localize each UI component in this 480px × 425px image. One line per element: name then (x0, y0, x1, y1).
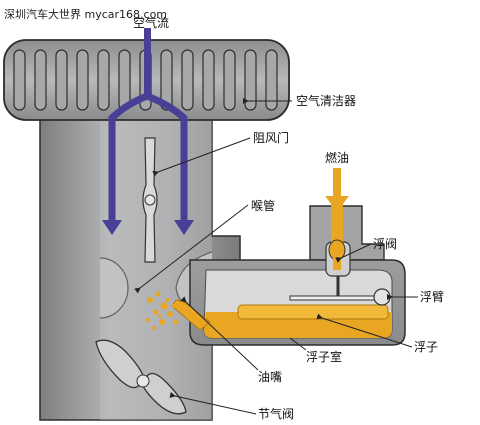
airflow-arrows (102, 28, 194, 235)
fuel-droplet (172, 304, 176, 308)
throttle-valve (95, 339, 187, 415)
fuel-arrow (325, 168, 349, 212)
label-fuel: 燃油 (325, 150, 349, 165)
fuel-spray (146, 291, 179, 330)
air-cleaner-slot (160, 49, 173, 111)
float-arm (289, 276, 391, 306)
fuel-droplet (173, 319, 179, 325)
air-cleaner-slot (76, 49, 89, 111)
fuel-droplet (152, 326, 156, 330)
fuel-droplet (166, 298, 170, 302)
watermark: 深圳汽车大世界 mycar168.com (4, 8, 168, 21)
label-airflow: 空气流 (133, 15, 169, 30)
air-cleaner-slot (118, 49, 131, 111)
fuel-droplet (160, 302, 168, 310)
fuel-droplet (153, 309, 159, 315)
carburetor-body (39, 111, 241, 421)
fuel-droplet (155, 291, 161, 297)
air-cleaner-slots (13, 49, 278, 111)
label-venturi: 喉管 (251, 198, 275, 213)
fuel-level (171, 299, 392, 338)
label-throttle-valve: 节气阀 (258, 406, 294, 421)
air-cleaner-slot (202, 49, 215, 111)
air-cleaner-slot (97, 49, 110, 111)
label-float-valve: 浮阀 (373, 237, 397, 251)
choke-valve (142, 137, 158, 263)
air-cleaner-slot (181, 49, 194, 111)
fuel-inlet (328, 200, 346, 270)
fuel-droplet (147, 297, 153, 303)
fuel-droplet (158, 314, 162, 318)
fuel-droplet (159, 319, 165, 325)
label-air-cleaner: 空气清洁器 (296, 93, 356, 108)
air-cleaner-slot (223, 49, 236, 111)
air-cleaner-slot (55, 49, 68, 111)
leader-lines (134, 98, 418, 415)
air-cleaner-slot (34, 49, 47, 111)
fuel-droplet (146, 318, 150, 322)
air-cleaner-slot (13, 49, 26, 111)
label-float-arm: 浮臂 (420, 290, 444, 304)
air-cleaner-slot (244, 49, 257, 111)
fuel-droplet (167, 311, 173, 317)
label-choke-valve: 阻风门 (253, 130, 289, 145)
label-float: 浮子 (414, 340, 438, 354)
air-cleaner-slot (265, 49, 278, 111)
label-nozzle: 油嘴 (258, 370, 282, 384)
label-float-chamber: 浮子室 (306, 349, 342, 364)
